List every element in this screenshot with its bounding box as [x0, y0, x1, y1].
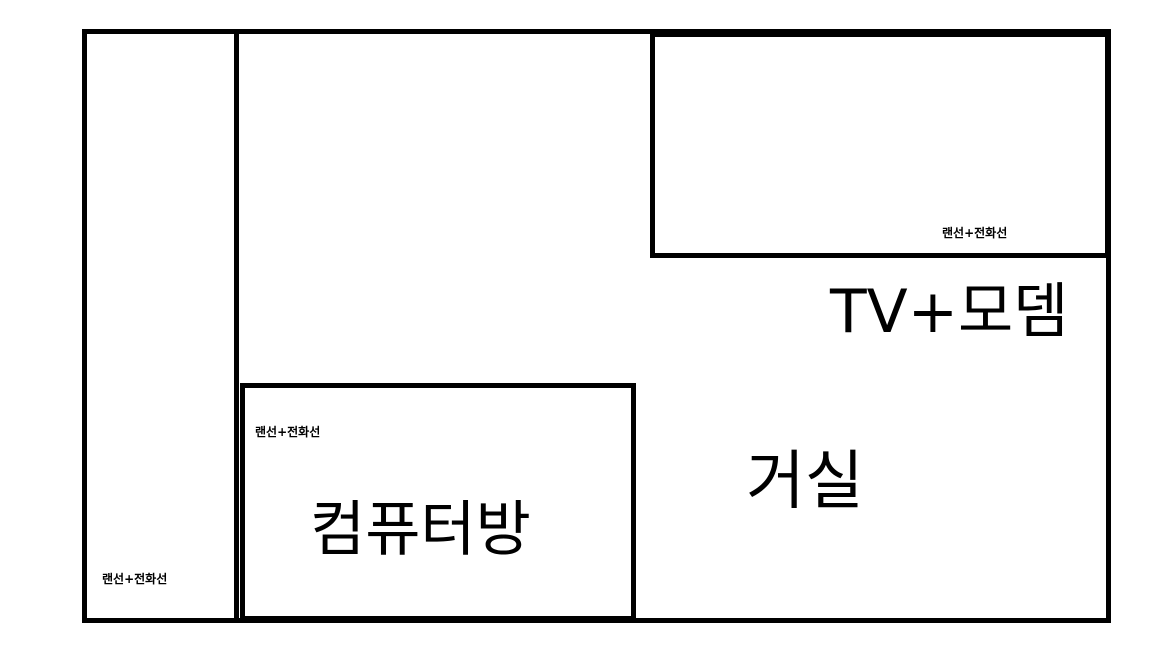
computer-room-label: 컴퓨터방: [310, 495, 531, 565]
tv-modem-label: TV+모뎀: [830, 277, 1069, 347]
living-room-label: 거실: [746, 445, 864, 519]
top-right-cable-label: 랜선+전화선: [942, 226, 1008, 240]
left-room: [82, 29, 239, 623]
left-room-cable-label: 랜선+전화선: [102, 572, 168, 586]
computer-room: [240, 383, 636, 621]
top-right-room: [650, 32, 1110, 258]
computer-room-cable-label: 랜선+전화선: [255, 425, 321, 439]
